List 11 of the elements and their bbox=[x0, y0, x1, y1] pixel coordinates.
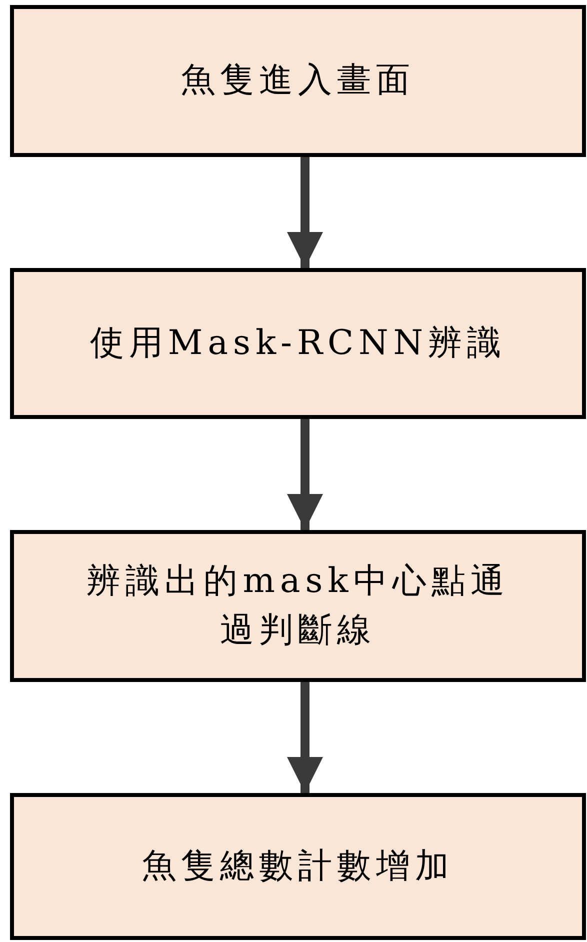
process-box bbox=[10, 530, 586, 682]
box-label: 辨識出的mask中心點通過判斷線 bbox=[86, 560, 510, 652]
process-box bbox=[10, 5, 586, 157]
box-label: 魚隻總數計數增加 bbox=[142, 844, 454, 888]
box-label: 魚隻進入畫面 bbox=[181, 59, 415, 102]
arrow bbox=[287, 682, 323, 793]
box-label: 使用Mask-RCNN辨識 bbox=[90, 322, 506, 365]
process-box bbox=[10, 793, 586, 940]
process-box bbox=[10, 268, 586, 419]
arrow bbox=[287, 419, 323, 530]
arrow bbox=[287, 157, 323, 268]
